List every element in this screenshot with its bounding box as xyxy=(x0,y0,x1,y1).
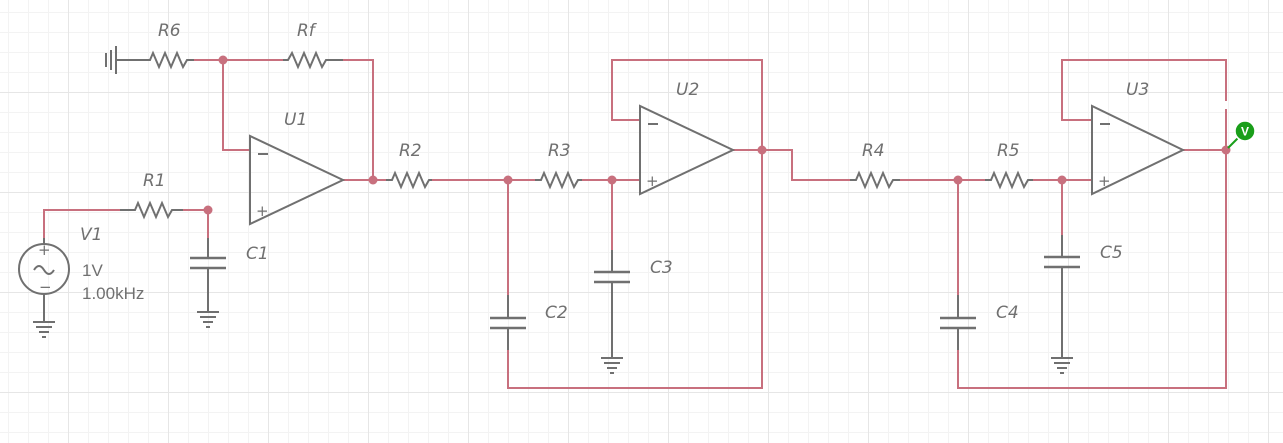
voltage-probe[interactable]: V xyxy=(1227,120,1256,149)
noninverting-input-sign: + xyxy=(646,172,659,190)
capacitor-c5[interactable]: C5 xyxy=(1044,235,1123,374)
opamp-u3[interactable]: + U3 xyxy=(1091,80,1186,196)
ground-icon xyxy=(105,46,146,74)
minus-sign: − xyxy=(39,278,52,296)
opamp-label: U2 xyxy=(676,80,699,100)
opamp-label: U1 xyxy=(284,110,307,130)
probe-label: V xyxy=(1241,125,1249,139)
wires xyxy=(43,59,1227,389)
opamp-u1[interactable]: + U1 xyxy=(249,110,346,226)
sine-icon xyxy=(33,265,55,275)
capacitor-label: C2 xyxy=(545,303,568,323)
resistor-label: R3 xyxy=(548,141,571,161)
noninverting-input-sign: + xyxy=(1098,172,1111,190)
resistor-label: R6 xyxy=(158,21,181,41)
resistor-label: Rf xyxy=(297,21,318,41)
resistor-r1[interactable]: R1 xyxy=(120,171,183,220)
resistor-r6[interactable]: R6 xyxy=(146,21,194,70)
capacitor-c4[interactable]: C4 xyxy=(940,295,1019,350)
voltage-source-v1[interactable]: + − V1 1V 1.00kHz xyxy=(18,225,144,338)
ground-icon xyxy=(197,311,219,328)
opamp-u2[interactable]: + U2 xyxy=(639,80,736,196)
ground-icon xyxy=(601,357,623,374)
capacitor-c1[interactable]: C1 xyxy=(190,238,269,328)
capacitor-label: C5 xyxy=(1100,243,1123,263)
resistor-label: R5 xyxy=(997,141,1020,161)
capacitor-label: C3 xyxy=(650,258,673,278)
opamp-label: U3 xyxy=(1126,80,1149,100)
plus-sign: + xyxy=(38,241,51,259)
ground-icon xyxy=(33,321,55,338)
resistor-label: R2 xyxy=(399,141,422,161)
noninverting-input-sign: + xyxy=(256,202,269,220)
ground-icon xyxy=(1051,357,1073,374)
source-frequency: 1.00kHz xyxy=(82,284,144,303)
resistor-r4[interactable]: R4 xyxy=(850,141,900,190)
capacitor-label: C1 xyxy=(246,244,269,264)
resistor-r5[interactable]: R5 xyxy=(985,141,1033,190)
capacitor-label: C4 xyxy=(996,303,1019,323)
resistor-label: R1 xyxy=(143,171,166,191)
resistor-r2[interactable]: R2 xyxy=(386,141,432,190)
resistor-rf[interactable]: Rf xyxy=(283,21,343,70)
source-label: V1 xyxy=(80,225,102,245)
resistor-r3[interactable]: R3 xyxy=(535,141,582,190)
probe-icon xyxy=(1234,120,1256,142)
wire-junctions xyxy=(203,55,1231,215)
resistor-label: R4 xyxy=(862,141,885,161)
ground-r6 xyxy=(105,46,146,74)
source-amplitude: 1V xyxy=(82,261,103,280)
capacitor-c2[interactable]: C2 xyxy=(490,295,568,350)
capacitor-c3[interactable]: C3 xyxy=(594,250,673,374)
